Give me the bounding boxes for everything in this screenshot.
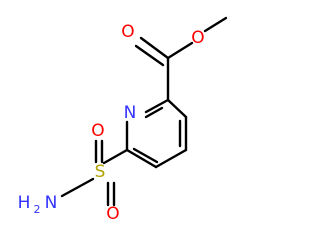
bond-o-carbonyl bbox=[166, 41, 194, 60]
atom-amine-hydrogen: H bbox=[18, 193, 31, 213]
atom-ring-nitrogen: N bbox=[124, 103, 137, 123]
bond-methyl-o bbox=[203, 16, 228, 33]
molecule-canvas: O O N S O O H 2 N bbox=[17, 16, 228, 224]
bond-s-nh2 bbox=[60, 177, 95, 198]
bond-c6-c5-inner bbox=[132, 147, 159, 164]
bond-c2-n1 bbox=[144, 98, 170, 114]
atom-ester-oxygen: O bbox=[191, 28, 204, 48]
bond-carbonyl-double-2 bbox=[134, 44, 165, 67]
bond-c5-c4 bbox=[154, 148, 188, 169]
atom-amine-nitrogen: N bbox=[45, 193, 58, 213]
bond-c3-c2 bbox=[166, 98, 188, 119]
bond-c6-s bbox=[102, 148, 129, 165]
atom-sulfur: S bbox=[95, 162, 106, 182]
atom-sulfonyl-oxygen-top: O bbox=[91, 121, 104, 141]
atom-amine-subscript: 2 bbox=[34, 203, 41, 216]
bond-carbonyl-double-1 bbox=[139, 36, 170, 60]
bond-c6-c5 bbox=[125, 148, 158, 169]
bond-c2-n1-inner bbox=[144, 106, 164, 119]
atom-carbonyl-oxygen: O bbox=[121, 22, 134, 42]
atom-sulfonyl-oxygen-bottom: O bbox=[106, 204, 119, 224]
structure-diagram: O O N S O O H 2 N bbox=[18, 16, 228, 224]
